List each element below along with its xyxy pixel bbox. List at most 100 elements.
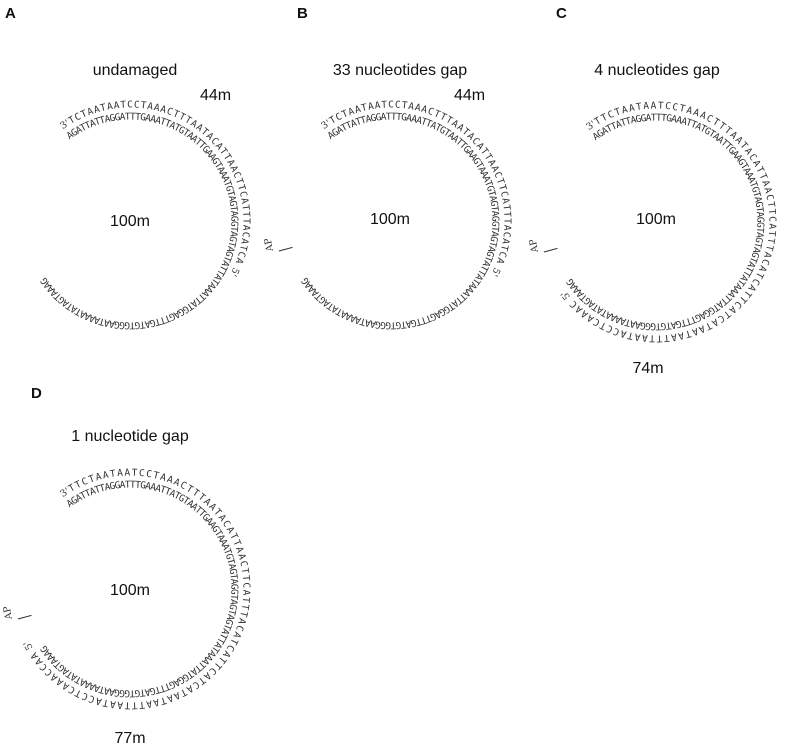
nucleotide-letter: A: [33, 655, 45, 667]
nucleotide-letter: A: [171, 308, 181, 321]
nucleotide-letter: A: [740, 166, 753, 177]
nucleotide-letter: T: [97, 315, 106, 327]
nucleotide-letter: A: [600, 125, 611, 138]
nucleotide-letter: A: [613, 313, 623, 325]
nucleotide-letter: A: [463, 283, 475, 295]
nucleotide-letter: T: [496, 183, 508, 192]
nucleotide-letter: G: [226, 235, 238, 243]
nucleotide-letter: A: [238, 237, 250, 245]
ap-site-marker: [17, 614, 32, 620]
nucleotide-letter: C: [388, 100, 394, 111]
nucleotide-letter: G: [227, 200, 239, 208]
nucleotide-letter: T: [740, 268, 753, 279]
nucleotide-letter: T: [240, 596, 252, 603]
nucleotide-letter: A: [211, 272, 224, 283]
nucleotide-letter: T: [211, 507, 223, 519]
nucleotide-letter: C: [224, 642, 236, 653]
nucleotide-letter: T: [233, 177, 245, 186]
nucleotide-letter: T: [109, 468, 117, 480]
nucleotide-letter: A: [449, 297, 460, 309]
nucleotide-letter: T: [313, 290, 325, 302]
nucleotide-letter: A: [224, 613, 236, 622]
nucleotide-letter: G: [176, 124, 187, 137]
ap-site-marker: [278, 246, 293, 252]
nucleotide-letter: A: [45, 283, 57, 295]
nucleotide-letter: A: [189, 501, 201, 513]
nucleotide-letter: A: [650, 100, 656, 111]
nucleotide-letter: A: [88, 486, 98, 498]
nucleotide-letter: T: [78, 490, 88, 503]
nucleotide-letter: A: [742, 146, 754, 157]
nucleotide-letter: A: [645, 113, 652, 124]
nucleotide-letter: T: [328, 114, 339, 127]
nucleotide-letter: A: [201, 670, 213, 682]
panel-c: C 4 nucleotides gap 74m 100m AGATTATTAGG…: [528, 5, 778, 377]
nucleotide-letter: A: [347, 106, 356, 118]
nucleotide-letter: A: [69, 302, 80, 315]
nucleotide-letter: A: [489, 210, 500, 217]
nucleotide-letter: C: [208, 136, 220, 148]
nucleotide-letter: A: [455, 122, 466, 134]
nucleotide-letter: G: [639, 319, 646, 331]
nucleotide-letter: G: [380, 319, 387, 330]
nucleotide-letter: A: [478, 169, 491, 179]
nucleotide-letter: T: [381, 100, 388, 111]
nucleotide-letter: T: [722, 125, 734, 137]
nucleotide-letter: T: [442, 127, 453, 140]
nucleotide-letter: C: [239, 231, 251, 238]
nucleotide-letter: A: [728, 284, 740, 296]
nucleotide-letter: T: [661, 113, 668, 124]
nucleotide-letter: T: [721, 292, 733, 304]
nucleotide-letter: T: [438, 111, 448, 124]
nucleotide-letter: G: [483, 249, 495, 258]
nucleotide-letter: T: [99, 102, 107, 114]
nucleotide-letter: T: [125, 479, 131, 490]
nucleotide-letter: A: [188, 297, 199, 309]
nucleotide-letter: G: [754, 222, 765, 228]
panel-c-outer-size: 74m: [632, 360, 663, 377]
nucleotide-letter: G: [119, 687, 126, 698]
nucleotide-letter: G: [114, 480, 121, 492]
nucleotide-letter: G: [39, 275, 51, 286]
nucleotide-letter: T: [665, 319, 672, 331]
nucleotide-letter: A: [467, 152, 479, 163]
nucleotide-letter: A: [88, 118, 98, 130]
nucleotide-letter: G: [167, 310, 177, 322]
nucleotide-letter: T: [656, 112, 662, 123]
nucleotide-letter: C: [87, 692, 96, 704]
nucleotide-letter: A: [144, 481, 152, 493]
nucleotide-letter: A: [339, 307, 349, 320]
nucleotide-letter: T: [184, 668, 195, 680]
nucleotide-letter: C: [138, 468, 145, 480]
nucleotide-letter: A: [690, 325, 699, 337]
panel-c-title: 4 nucleotides gap: [594, 62, 720, 79]
nucleotide-letter: T: [183, 114, 194, 127]
nucleotide-letter: T: [228, 594, 239, 601]
nucleotide-letter: A: [480, 174, 492, 184]
nucleotide-letter: A: [219, 259, 231, 269]
nucleotide-letter: C: [334, 111, 344, 123]
nucleotide-letter: A: [620, 104, 629, 116]
nucleotide-letter: G: [228, 216, 239, 222]
nucleotide-letter: T: [593, 115, 604, 128]
nucleotide-letter: A: [745, 175, 757, 185]
nucleotide-letter: T: [162, 312, 172, 324]
nucleotide-letter: T: [184, 483, 195, 496]
nucleotide-letter: G: [228, 584, 239, 590]
nucleotide-letter: A: [709, 316, 720, 329]
nucleotide-letter: T: [87, 473, 96, 485]
nucleotide-letter: A: [675, 115, 683, 127]
nucleotide-letter: G: [484, 184, 496, 193]
nucleotide-letter: A: [630, 114, 638, 126]
nucleotide-letter: G: [180, 303, 191, 316]
nucleotide-letter: G: [39, 643, 51, 654]
nucleotide-letter: T: [486, 240, 498, 248]
nucleotide-letter: A: [306, 283, 318, 295]
nucleotide-letter: A: [349, 118, 359, 130]
nucleotide-letter: T: [747, 255, 759, 265]
nucleotide-letter: T: [753, 206, 765, 213]
nucleotide-letter: T: [718, 137, 730, 149]
nucleotide-letter: T: [340, 108, 350, 120]
